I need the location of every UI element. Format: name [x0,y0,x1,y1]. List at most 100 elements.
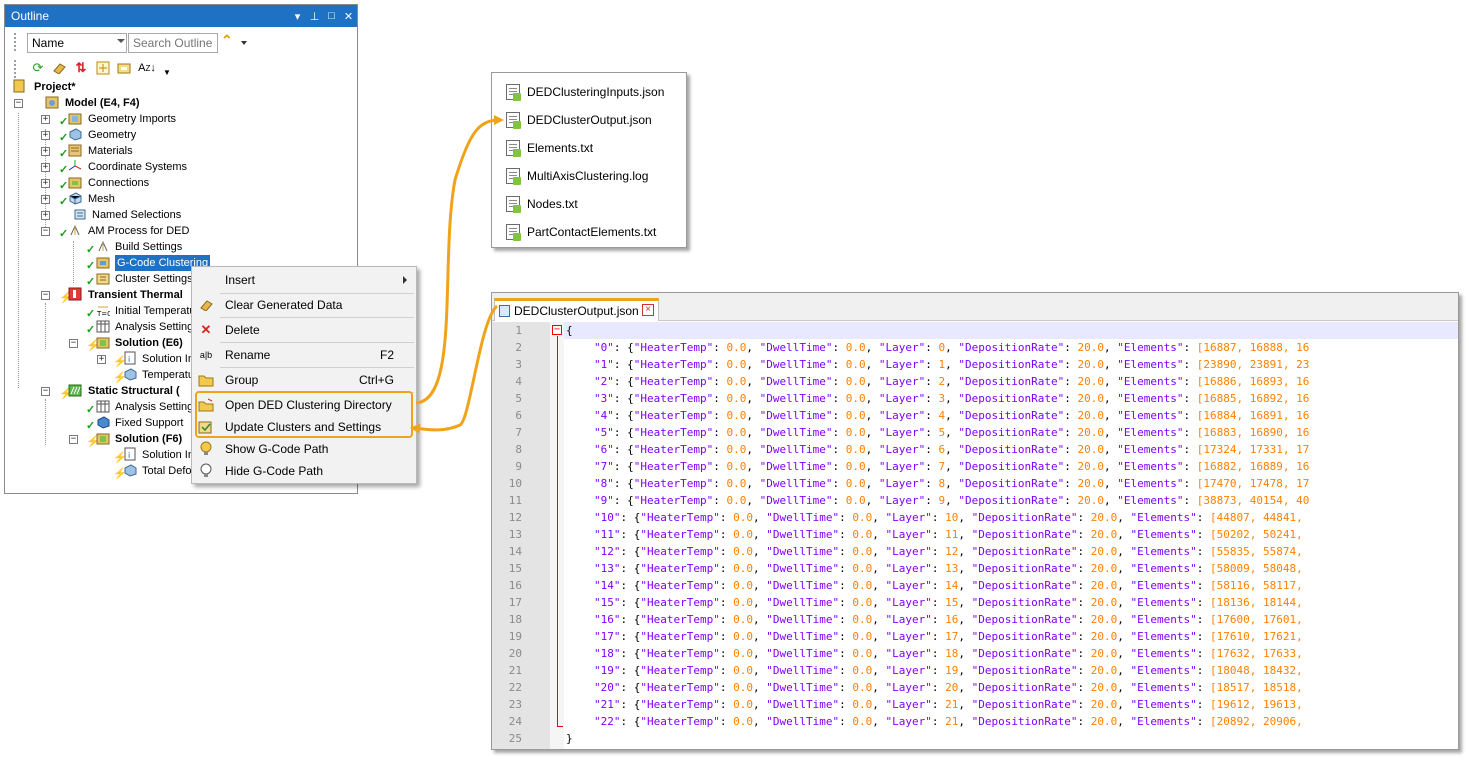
file-item[interactable]: PartContactElements.txt [506,223,656,241]
menu-item-open-ded-clustering-directory[interactable]: Open DED Clustering Directory [192,394,416,416]
tree-item-mesh[interactable]: + ✓ Mesh [9,191,259,208]
menu-separator [220,317,414,318]
tree-item-am-process[interactable]: − ✓ AM Process for DED [9,223,259,240]
tree-item-connections[interactable]: + ✓ Connections [9,175,259,192]
solution-information-icon: i [123,447,137,461]
menu-item-insert[interactable]: Insert [192,269,416,291]
tree-item-coordinate-systems[interactable]: + ✓ Coordinate Systems [9,159,259,176]
collapse-toggle-icon[interactable]: − [14,98,23,108]
menu-item-hide-g-code-path[interactable]: Hide G-Code Path [192,460,416,482]
tree-item-fixed-support[interactable]: ✓ Fixed Support [9,415,259,432]
tree-item-initial-temperature[interactable]: ✓ T=0 Initial Temperatu [9,303,259,320]
json-number: 0.0 [845,443,866,456]
maximize-icon[interactable]: □ [328,10,335,22]
tree-item-analysis-settings-structural[interactable]: ✓ Analysis Setting [9,399,259,416]
menu-item-delete[interactable]: ✕ Delete [192,319,416,341]
file-item[interactable]: DEDClusteringInputs.json [506,83,664,101]
collapse-toggle-icon[interactable]: − [41,226,50,236]
tree-item-temperature[interactable]: ⚡ Temperatu [9,367,259,384]
json-field-name: "Layer" [885,715,932,728]
tree-item-solution-information-structural[interactable]: ⚡ i Solution In [9,447,259,464]
file-item[interactable]: Elements.txt [506,139,593,157]
collapse-icon[interactable] [116,60,132,76]
pin-icon[interactable]: ⊥ [309,10,320,23]
status-check-icon: ✓ [86,324,96,336]
collapse-toggle-icon[interactable]: − [69,338,78,348]
tree-item-total-deformation[interactable]: ⚡ Total Defo [9,463,259,480]
tree-item-g-code-clustering[interactable]: ✓ G-Code Clustering [9,255,259,272]
expand-all-icon[interactable] [95,60,111,76]
file-item[interactable]: MultiAxisClustering.log [506,167,648,185]
expand-toggle-icon[interactable]: + [41,130,50,140]
name-filter-select[interactable]: Name [27,33,127,53]
tree-item-named-selections[interactable]: + Named Selections [9,207,259,223]
json-field-name: "HeaterTemp" [640,630,720,643]
json-field-name: "HeaterTemp" [640,596,720,609]
expand-toggle-icon[interactable]: + [41,178,50,188]
tree-item-solution-information-thermal[interactable]: + ⚡ i Solution In [9,351,259,368]
json-field-name: "HeaterTemp" [640,579,720,592]
expand-toggle-icon[interactable]: + [97,354,106,364]
json-field-name: "Layer" [885,528,932,541]
menu-item-update-clusters-and-settings[interactable]: Update Clusters and Settings [192,416,416,438]
menu-item-rename[interactable]: a|b Rename F2 [192,344,416,366]
json-field-name: "Elements" [1130,528,1197,541]
expand-toggle-icon[interactable]: + [41,194,50,204]
collapse-toggle-icon[interactable]: − [41,290,50,300]
tree-item-geometry[interactable]: + ✓ Geometry [9,127,259,144]
json-number: [23890, 23891, 23 [1196,358,1310,371]
status-check-icon: ✓ [86,420,96,432]
tree-item-label: Transient Thermal [88,289,183,301]
close-icon[interactable]: ✕ [343,10,354,23]
tree-item-solution-f6[interactable]: − ⚡ Solution (F6) [9,431,259,448]
tree-item-transient-thermal[interactable]: − ⚡ Transient Thermal [9,287,259,304]
json-number: 0.0 [845,392,866,405]
file-item[interactable]: DEDClusterOutput.json [506,111,652,129]
chevron-down-icon[interactable] [117,39,125,43]
tree-item-analysis-settings-thermal[interactable]: ✓ Analysis Setting [9,319,259,336]
search-previous-icon[interactable]: ⌃ [221,32,233,48]
expand-toggle-icon[interactable]: + [41,146,50,156]
tree-item-materials[interactable]: + ✓ Materials [9,143,259,160]
fold-toggle-icon[interactable]: − [552,324,562,335]
tree-item-build-settings[interactable]: ✓ Build Settings [9,239,259,256]
json-number: 4 [938,409,946,422]
tree-item-project[interactable]: Project* [9,79,209,95]
editor-tab[interactable]: DEDClusterOutput.json × [494,298,659,321]
tree-item-solution-e6[interactable]: − ⚡ Solution (E6) [9,335,259,352]
expand-toggle-icon[interactable]: + [41,162,50,172]
tree-item-cluster-settings[interactable]: ✓ Cluster Settings [9,271,259,288]
tree-item-model[interactable]: − Model (E4, F4) [9,95,259,111]
search-options-dropdown-icon[interactable] [241,41,247,45]
tree-item-static-structural[interactable]: − ⚡ Static Structural ( [9,383,259,400]
file-item[interactable]: Nodes.txt [506,195,578,213]
panel-dropdown-icon[interactable]: ▾ [294,10,301,23]
menu-item-clear-generated-data[interactable]: Clear Generated Data [192,294,416,316]
menu-item-show-g-code-path[interactable]: Show G-Code Path [192,438,416,460]
collapse-toggle-icon[interactable]: − [69,434,78,444]
eraser-icon[interactable] [51,60,67,76]
log-file-icon [506,168,521,185]
menu-item-group[interactable]: Group Ctrl+G [192,369,416,391]
code-area[interactable]: {"0": {"HeaterTemp": 0.0, "DwellTime": 0… [564,322,1458,749]
collapse-toggle-icon[interactable]: − [41,386,50,396]
toolbar-grip[interactable] [14,33,18,51]
toolbar-grip[interactable] [14,60,18,78]
json-key: "17" [594,630,621,643]
expand-toggle-icon[interactable]: + [41,114,50,124]
sort-dropdown-icon[interactable]: ▼ [163,67,171,77]
json-field-name: "DwellTime" [759,426,833,439]
json-number: 21 [945,715,959,728]
refresh-icon[interactable]: ⟳ [32,60,44,75]
json-field-name: "Elements" [1130,715,1197,728]
tab-close-icon[interactable]: × [642,304,654,316]
code-line: "18": {"HeaterTemp": 0.0, "DwellTime": 0… [594,647,1303,660]
tree-item-geometry-imports[interactable]: + ✓ Geometry Imports [9,111,259,128]
expand-toggle-icon[interactable]: + [41,210,50,220]
json-field-name: "DwellTime" [766,562,840,575]
sort-order-icon[interactable]: ⇅ [75,60,87,75]
file-name: DEDClusteringInputs.json [527,85,665,99]
search-outline-input[interactable] [128,33,218,53]
json-number: [16884, 16891, 16 [1196,409,1310,422]
